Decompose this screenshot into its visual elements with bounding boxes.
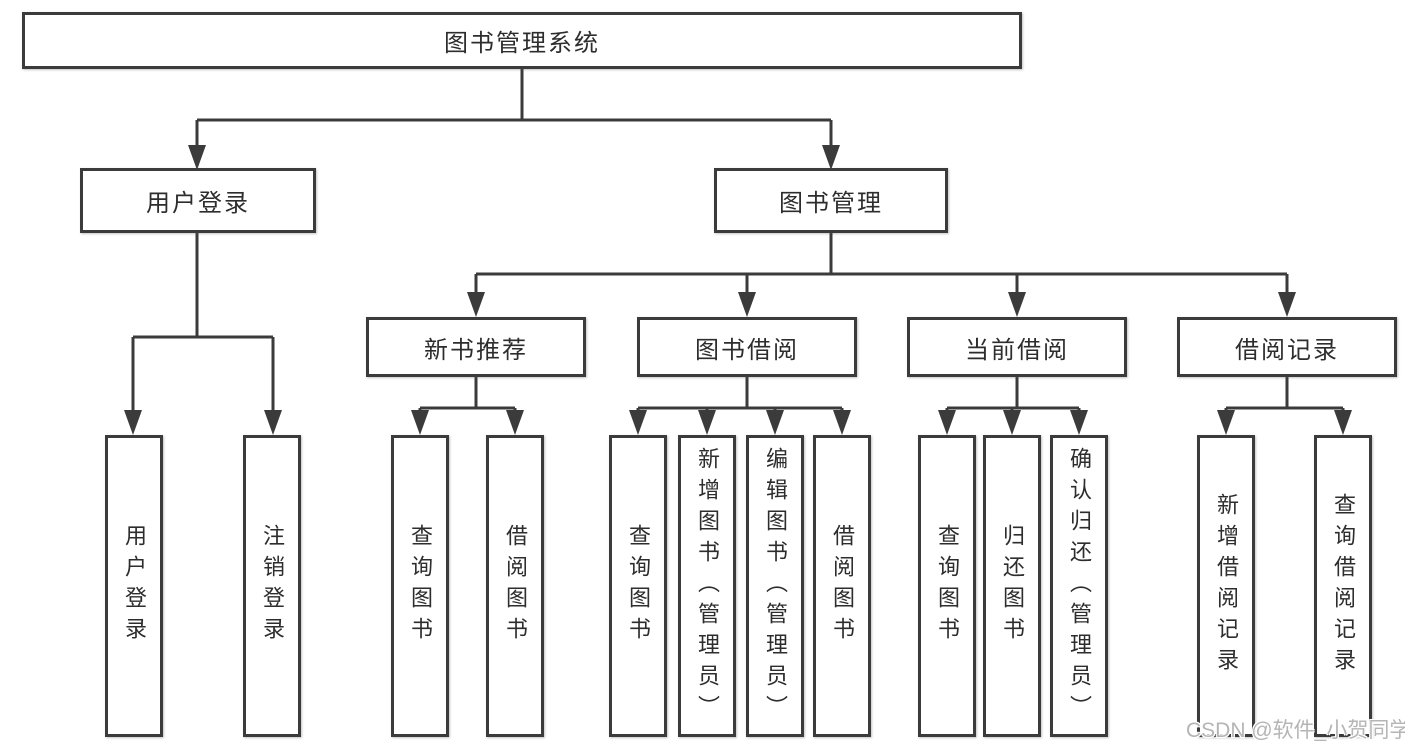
leaf-borrow-borrow-book: 借阅图书 xyxy=(813,435,871,737)
node-user-login: 用户登录 xyxy=(80,168,316,233)
connector-bookborrow-children xyxy=(629,377,851,435)
leaf-logout: 注销登录 xyxy=(243,435,301,737)
leaf-newbook-borrow-book-label: 借阅图书 xyxy=(503,524,528,648)
leaf-newbook-query-book-label: 查询图书 xyxy=(408,524,433,648)
leaf-current-query-book-label: 查询图书 xyxy=(935,524,960,648)
node-book-borrow: 图书借阅 xyxy=(637,317,857,377)
node-borrow-record: 借阅记录 xyxy=(1177,317,1397,377)
node-user-login-label: 用户登录 xyxy=(146,190,250,217)
leaf-newbook-borrow-book: 借阅图书 xyxy=(486,435,544,737)
node-current-borrow-label: 当前借阅 xyxy=(965,336,1069,364)
leaf-current-query-book: 查询图书 xyxy=(918,435,976,737)
node-current-borrow: 当前借阅 xyxy=(907,317,1127,377)
leaf-record-query-borrow-record-label: 查询借阅记录 xyxy=(1331,493,1356,679)
leaf-current-confirm-return-admin-label: 确认归还（管理员） xyxy=(1067,446,1092,726)
leaf-borrow-add-book-admin: 新增图书（管理员） xyxy=(678,435,736,737)
leaf-user-login-label: 用户登录 xyxy=(122,524,147,648)
leaf-borrow-add-book-admin-label: 新增图书（管理员） xyxy=(695,446,720,726)
leaf-current-confirm-return-admin: 确认归还（管理员） xyxy=(1050,435,1108,737)
node-book-management-label: 图书管理 xyxy=(779,190,883,217)
leaf-current-return-book: 归还图书 xyxy=(983,435,1041,737)
node-book-management: 图书管理 xyxy=(714,168,948,233)
connector-bookmgmt-to-level2 xyxy=(467,233,1296,317)
connector-newbook-children xyxy=(411,377,524,435)
leaf-newbook-query-book: 查询图书 xyxy=(391,435,449,737)
connector-login-children xyxy=(124,233,282,435)
node-new-book-recommend: 新书推荐 xyxy=(366,317,586,377)
leaf-record-add-borrow-record-label: 新增借阅记录 xyxy=(1214,493,1239,679)
leaf-current-return-book-label: 归还图书 xyxy=(1000,524,1025,648)
leaf-borrow-borrow-book-label: 借阅图书 xyxy=(830,524,855,648)
connector-root-to-level1 xyxy=(188,68,840,170)
node-root-label: 图书管理系统 xyxy=(444,30,600,57)
connector-currentborrow-children xyxy=(938,377,1088,435)
csdn-watermark: CSDN @软件_小贺同学 xyxy=(1186,719,1405,742)
node-borrow-record-label: 借阅记录 xyxy=(1235,336,1339,364)
leaf-borrow-query-book: 查询图书 xyxy=(609,435,667,737)
leaf-logout-label: 注销登录 xyxy=(260,524,285,648)
leaf-record-add-borrow-record: 新增借阅记录 xyxy=(1197,435,1255,737)
leaf-user-login: 用户登录 xyxy=(105,435,163,737)
node-new-book-recommend-label: 新书推荐 xyxy=(424,336,528,364)
leaf-borrow-edit-book-admin: 编辑图书（管理员） xyxy=(746,435,804,737)
leaf-borrow-query-book-label: 查询图书 xyxy=(626,524,651,648)
connector-borrowrecord-children xyxy=(1217,377,1352,435)
node-root-system: 图书管理系统 xyxy=(22,12,1022,69)
node-book-borrow-label: 图书借阅 xyxy=(695,336,799,364)
leaf-borrow-edit-book-admin-label: 编辑图书（管理员） xyxy=(763,446,788,726)
leaf-record-query-borrow-record: 查询借阅记录 xyxy=(1314,435,1372,737)
